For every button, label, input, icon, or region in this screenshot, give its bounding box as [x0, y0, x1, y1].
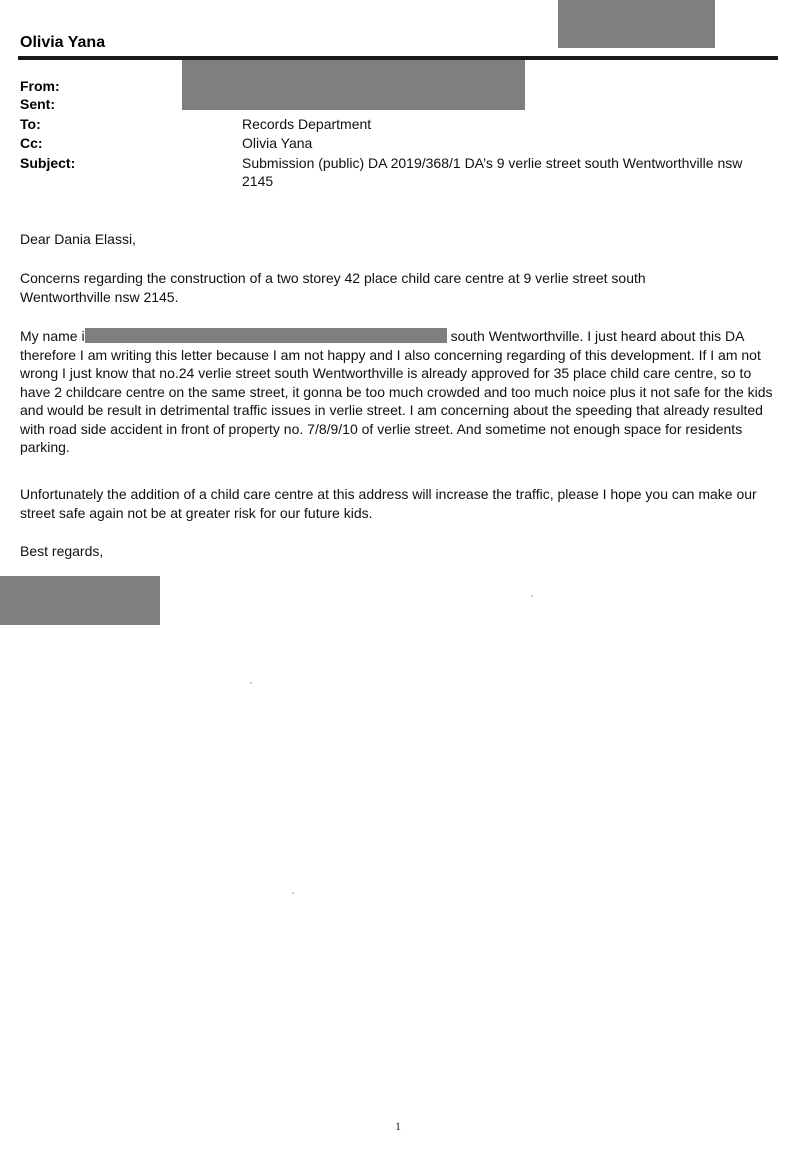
redaction-block-top — [558, 0, 715, 48]
to-value: Records Department — [242, 116, 372, 132]
closing-paragraph: Unfortunately the addition of a child ca… — [20, 486, 757, 521]
scan-speck — [292, 892, 294, 894]
main-paragraph-start: My name i — [20, 328, 85, 344]
concerns-paragraph: Concerns regarding the construction of a… — [20, 270, 646, 305]
redaction-inline-name — [84, 328, 447, 343]
subject-value: Submission (public) DA 2019/368/1 DA’s 9… — [242, 155, 743, 189]
redaction-from-sent — [182, 60, 525, 110]
scan-speck — [250, 682, 252, 684]
from-label: From: — [20, 78, 60, 94]
cc-label: Cc: — [20, 135, 43, 151]
main-paragraph-rest: south Wentworthville. I just heard about… — [20, 328, 773, 455]
to-label: To: — [20, 116, 41, 132]
header-rule — [18, 56, 778, 60]
greeting: Dear Dania Elassi, — [20, 231, 136, 247]
sign-off: Best regards, — [20, 543, 104, 559]
subject-label: Subject: — [20, 155, 76, 171]
cc-value: Olivia Yana — [242, 135, 313, 151]
redaction-signature — [0, 576, 160, 625]
page-number: 1 — [395, 1119, 401, 1133]
scan-speck — [531, 595, 533, 597]
sender-name: Olivia Yana — [20, 34, 106, 51]
sent-label: Sent: — [20, 96, 55, 112]
